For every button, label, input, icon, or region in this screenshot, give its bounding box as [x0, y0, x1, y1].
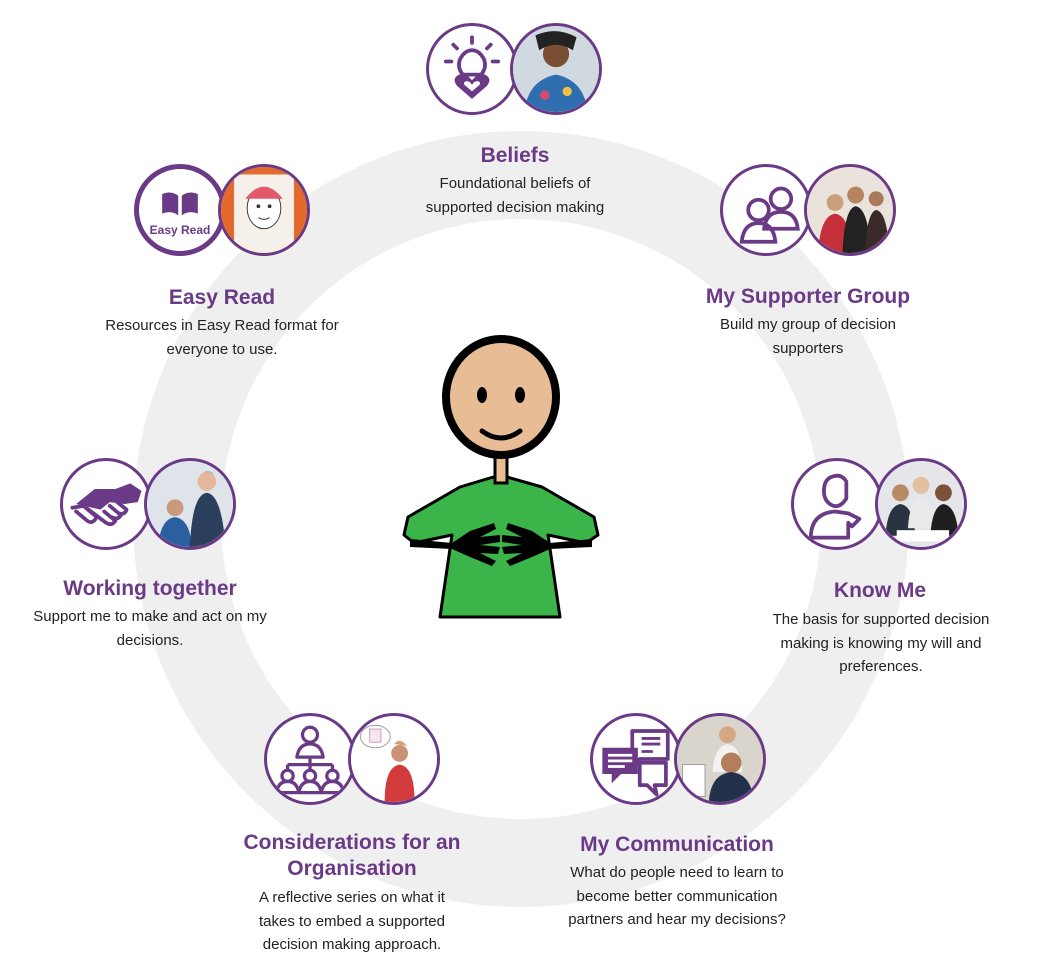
know-me-icon-circle[interactable]: [791, 458, 883, 550]
group-people-icon: [739, 186, 800, 244]
handshake-icon: [70, 483, 142, 527]
easy-read-badge-label: Easy Read: [149, 223, 211, 237]
supporter-group-description: Build my group of decision supporters: [720, 316, 896, 357]
easy-read-icon-circle[interactable]: Easy Read: [134, 164, 226, 256]
supporter-group-photo: [804, 164, 896, 256]
lightbulb-heart-icon: [443, 35, 501, 99]
supporter-group-icon-circle[interactable]: [720, 164, 812, 256]
beliefs-icon-circle[interactable]: [426, 23, 518, 115]
working-together-photo: [144, 458, 236, 550]
beliefs-photo: [510, 23, 602, 115]
organisation-description: A reflective series on what it takes to …: [259, 889, 445, 953]
know-me-description: The basis for supported decision making …: [772, 611, 990, 675]
communication-description: What do people need to learn to become b…: [568, 864, 786, 928]
know-me-title[interactable]: Know Me: [833, 579, 927, 602]
working-together-title[interactable]: Working together: [63, 577, 237, 600]
beliefs-description: Foundational beliefs of supported decisi…: [425, 175, 605, 216]
supporter-group-title[interactable]: My Supporter Group: [705, 285, 911, 308]
working-together-icon-circle[interactable]: [60, 458, 152, 550]
communication-icon-circle[interactable]: [590, 713, 682, 805]
communication-photo: [674, 713, 766, 805]
organisation-title[interactable]: Considerations for an Organisation: [243, 831, 461, 880]
person-icon: [808, 473, 862, 540]
easy-read-photo: [218, 164, 310, 256]
speech-bubbles-icon: [602, 729, 670, 797]
communication-title[interactable]: My Communication: [580, 833, 774, 856]
beliefs-title[interactable]: Beliefs: [480, 144, 550, 167]
center-person-figure: [402, 335, 600, 619]
organisation-icon-circle[interactable]: [264, 713, 356, 805]
working-together-description: Support me to make and act on my decisio…: [33, 608, 267, 649]
book-icon: [162, 192, 198, 216]
easy-read-title[interactable]: Easy Read: [168, 286, 276, 309]
organisation-hierarchy-icon: [274, 725, 346, 795]
easy-read-description: Resources in Easy Read format for everyo…: [105, 317, 339, 358]
know-me-photo: [875, 458, 967, 550]
organisation-photo: [348, 713, 440, 805]
